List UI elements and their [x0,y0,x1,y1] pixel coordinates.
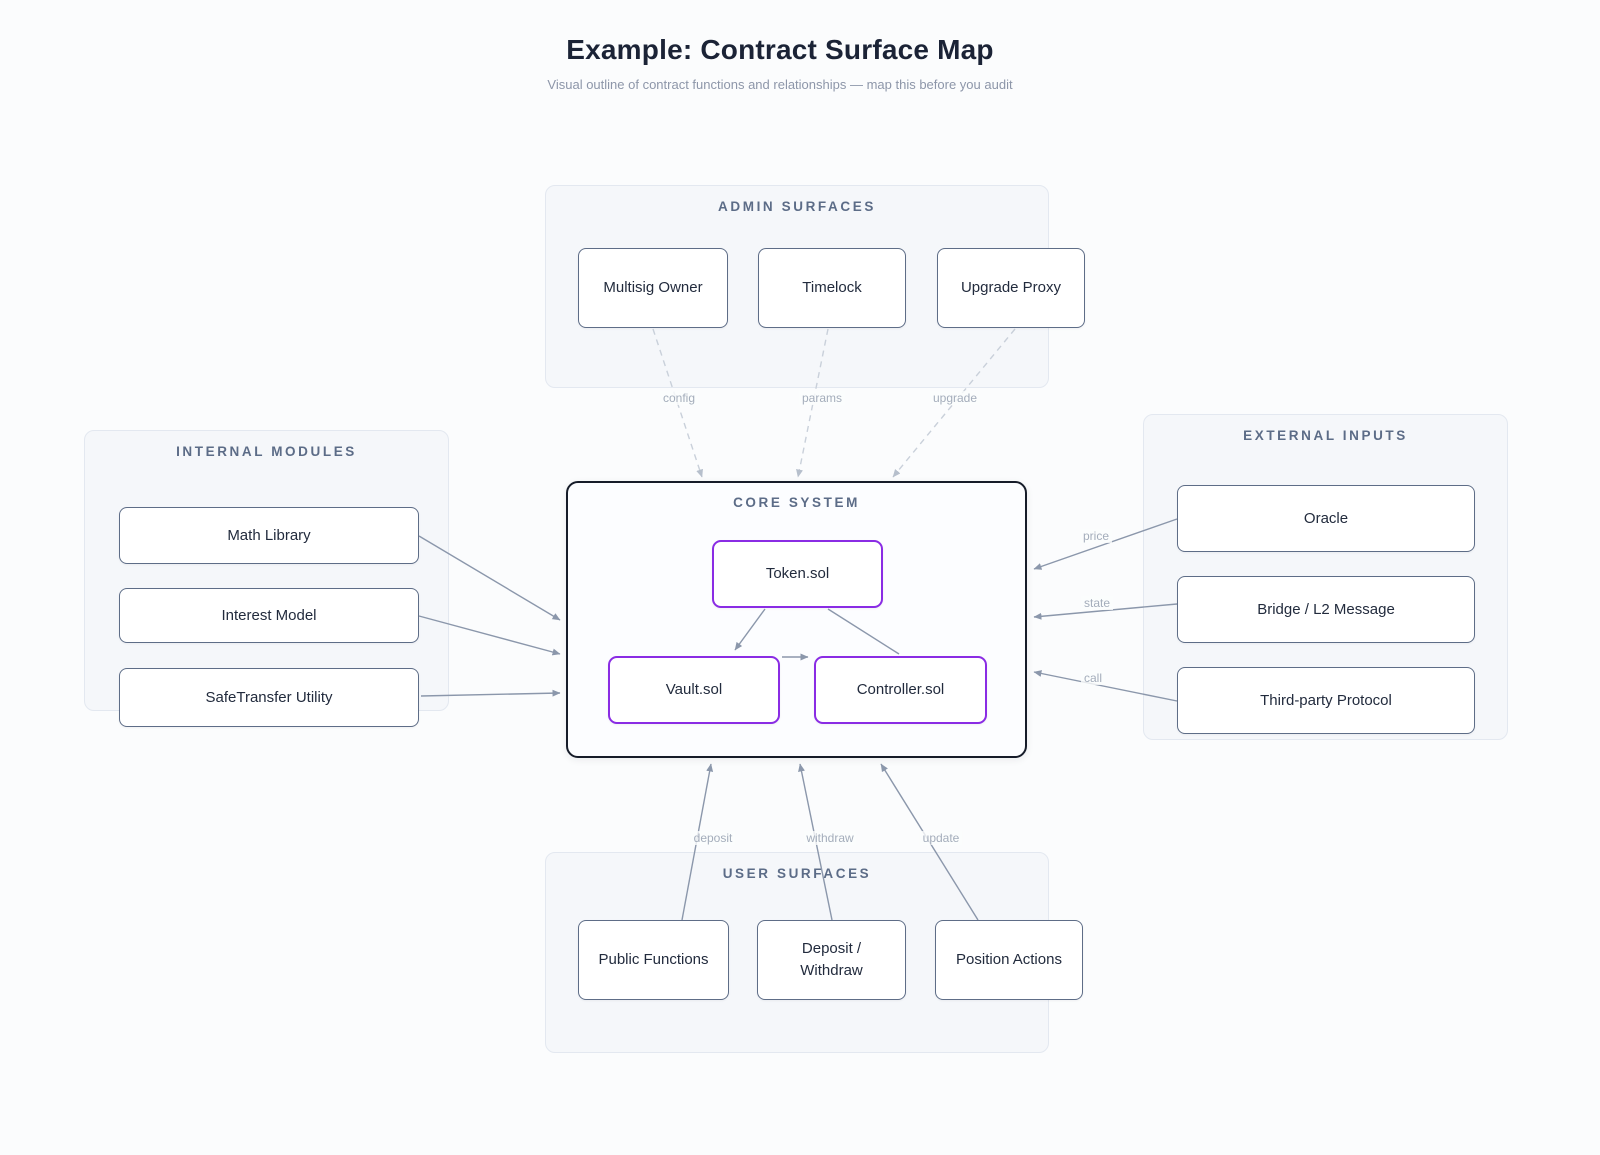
node-oracle: Oracle [1177,485,1475,552]
edge-label-update: update [919,831,963,845]
group-internal-title: INTERNAL MODULES [176,444,357,459]
group-core-title: CORE SYSTEM [733,495,860,510]
node-deposit-withdraw: Deposit / Withdraw [757,920,906,1000]
edge-label-call: call [1080,671,1106,685]
edge-label-withdraw: withdraw [803,831,857,845]
node-math-library: Math Library [119,507,419,564]
group-user-title: USER SURFACES [722,866,872,881]
node-third-party-protocol: Third-party Protocol [1177,667,1475,734]
node-timelock: Timelock [758,248,906,328]
edge-label-state: state [1080,596,1114,610]
edge-label-params: params [798,391,846,405]
node-controller-sol: Controller.sol [814,656,987,724]
edge-label-deposit: deposit [690,831,736,845]
node-vault-sol: Vault.sol [608,656,780,724]
group-external-title: EXTERNAL INPUTS [1243,428,1408,443]
group-internal-modules: INTERNAL MODULES [84,430,449,711]
node-multisig-owner: Multisig Owner [578,248,728,328]
group-admin-title: ADMIN SURFACES [718,199,876,214]
page-title: Example: Contract Surface Map [566,34,994,65]
edge-label-config: config [659,391,699,405]
edge-label-price: price [1079,529,1113,543]
edge-label-upgrade: upgrade [929,391,981,405]
node-upgrade-proxy: Upgrade Proxy [937,248,1085,328]
page-subtitle: Visual outline of contract functions and… [547,77,1013,92]
node-token-sol: Token.sol [712,540,883,608]
node-bridge-l2-message: Bridge / L2 Message [1177,576,1475,643]
node-safetransfer-utility: SafeTransfer Utility [119,668,419,727]
node-position-actions: Position Actions [935,920,1083,1000]
node-public-functions: Public Functions [578,920,729,1000]
node-interest-model: Interest Model [119,588,419,643]
